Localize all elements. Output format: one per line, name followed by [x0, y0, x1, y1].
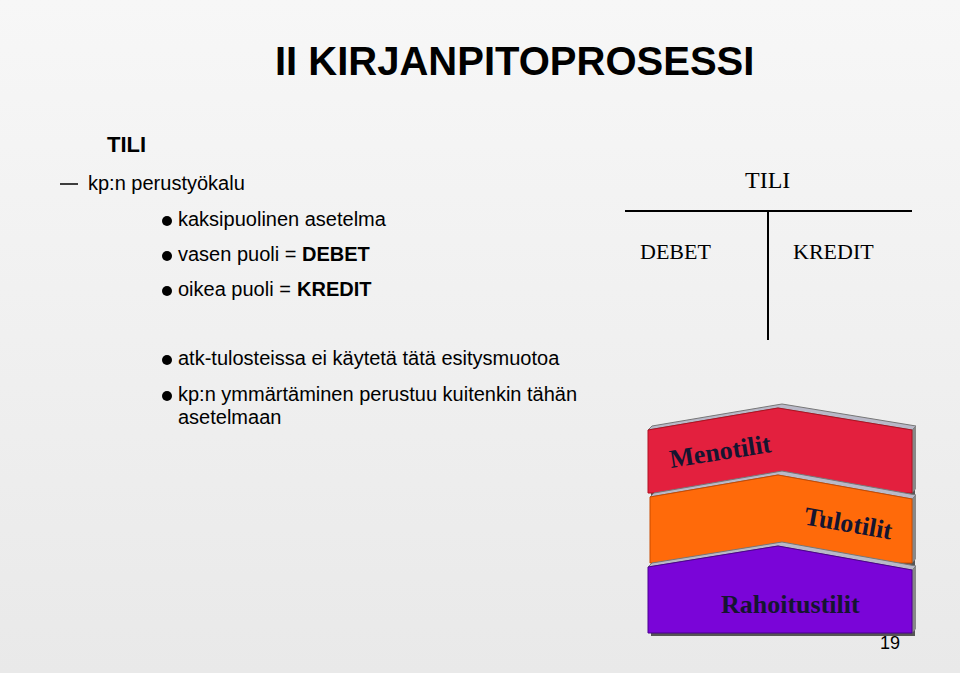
- account-side: DEBET: [640, 239, 711, 264]
- dash: [60, 183, 78, 185]
- band-face: [648, 546, 912, 633]
- t-account-line: [767, 211, 769, 340]
- bullet-text: atk-tulosteissa ei käytetä tätä esitysmu…: [178, 347, 559, 370]
- bullet-keyword: KREDIT: [297, 278, 371, 301]
- subheading: kp:n perustyökalu: [88, 172, 245, 195]
- bullet: [162, 391, 172, 401]
- band-label: Rahoitustilit: [721, 590, 860, 620]
- band: Rahoitustilit: [640, 540, 920, 640]
- bullet-text: kp:n ymmärtäminen perustuu kuitenkin täh…: [178, 383, 670, 429]
- band-face: [912, 495, 916, 563]
- band-face: [912, 566, 916, 633]
- bullet-text: kaksipuolinen asetelma: [178, 208, 386, 231]
- bullet-keyword: DEBET: [302, 243, 370, 266]
- bullet-text: vasen puoli =: [178, 243, 296, 266]
- bullet: [162, 355, 172, 365]
- heading: TILI: [107, 132, 146, 157]
- bullet: [162, 286, 172, 296]
- account-title: TILI: [745, 167, 790, 195]
- bullets: [162, 216, 172, 401]
- bullet-text: oikea puoli =: [178, 278, 291, 301]
- slide-title: II KIRJANPITOPROSESSI: [275, 38, 754, 84]
- bullet: [162, 251, 172, 261]
- page-number: 19: [880, 633, 900, 654]
- bullet: [162, 216, 172, 226]
- band-face: [912, 426, 916, 493]
- account-side: KREDIT: [793, 239, 874, 264]
